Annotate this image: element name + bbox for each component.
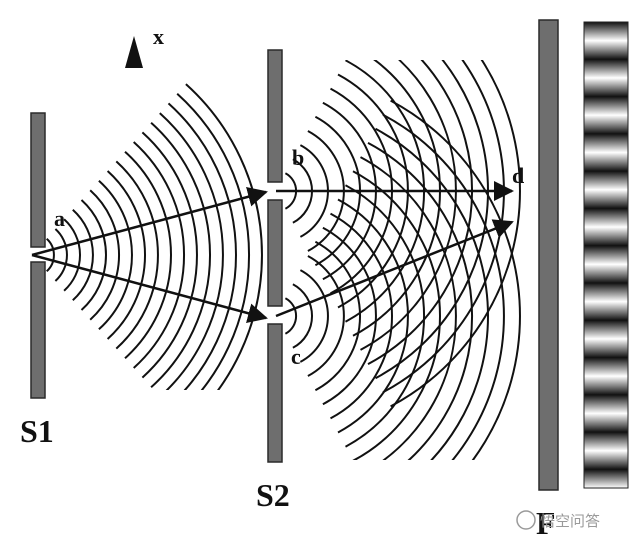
interference-pattern — [583, 21, 629, 489]
wavefront-arc-c — [375, 127, 490, 460]
wavefront-arc-c — [292, 283, 314, 349]
wavefront-arc-c — [307, 255, 345, 377]
wavefront-arc-b — [390, 60, 521, 408]
wavefront-arc-a — [167, 102, 237, 390]
watermark-logo-icon — [516, 510, 536, 530]
screen-f-label: F — [536, 505, 556, 541]
watermark-text: 悟空问答 — [540, 512, 600, 530]
x-axis-label: x — [153, 24, 164, 49]
barrier-s2-label: S2 — [256, 477, 290, 513]
ray-a-to-b — [31, 187, 268, 257]
wavefronts-from-a — [45, 83, 263, 390]
wavefront-arc-a — [54, 228, 68, 282]
wavefront-arc-c — [299, 269, 329, 363]
wavefront-arc-a — [185, 83, 263, 390]
wavefront-arc-a — [133, 141, 185, 369]
wavefront-arc-a — [89, 189, 120, 321]
wavefront-arc-a — [176, 92, 251, 390]
wavefront-arc-a — [141, 131, 198, 379]
ray-arrows — [31, 181, 514, 323]
wavefront-arc-a — [159, 112, 224, 390]
slit-c-label: c — [291, 344, 301, 369]
wavefront-arc-c — [352, 170, 441, 460]
wavefront-arc-c — [382, 113, 505, 460]
ray-a-to-c — [31, 253, 268, 323]
slit-a-label: a — [54, 206, 65, 231]
x-axis-arrow-icon — [125, 36, 143, 68]
wavefront-arc-b — [382, 60, 505, 394]
wavefront-arc-c — [367, 142, 473, 460]
screen-f — [538, 19, 559, 491]
wavefront-arc-c — [314, 240, 362, 392]
wavefront-arc-a — [150, 121, 211, 389]
wavefront-arc-c — [284, 297, 298, 335]
ray-c-to-d — [275, 219, 514, 318]
wavefront-arc-a — [45, 237, 55, 273]
barrier-s2 — [267, 49, 283, 463]
wavefront-arc-a — [80, 199, 107, 311]
wavefront-arc-a — [63, 218, 82, 292]
wavefront-arc-c — [337, 198, 409, 434]
point-d-label: d — [512, 163, 524, 188]
wavefront-arc-a — [106, 170, 147, 340]
watermark: 悟空问答 — [516, 510, 600, 530]
barrier-s1 — [30, 112, 46, 399]
slit-b-label: b — [292, 145, 304, 170]
wavefront-arc-c — [345, 184, 426, 448]
wavefront-arc-c — [330, 212, 393, 420]
wavefront-arc-a — [115, 160, 159, 350]
wavefront-arc-a — [72, 208, 94, 302]
wavefront-arc-a — [124, 150, 172, 360]
wavefront-arc-c — [322, 226, 377, 406]
wavefront-arc-c — [390, 99, 521, 460]
barrier-s1-label: S1 — [20, 413, 54, 449]
wavefront-arc-a — [98, 179, 133, 331]
